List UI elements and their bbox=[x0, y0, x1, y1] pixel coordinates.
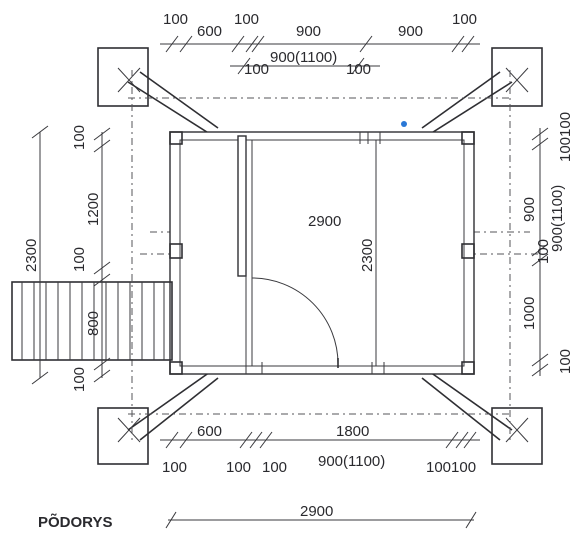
footing-top-right bbox=[491, 47, 543, 107]
top-dim-5: 900 bbox=[398, 23, 423, 40]
left-dim-outer: 2300 bbox=[23, 239, 40, 272]
right-dim-2: 900 bbox=[521, 197, 538, 222]
left-dim-5: 100 bbox=[71, 367, 88, 392]
bottom-dimension-lines bbox=[160, 431, 480, 449]
top-dim-6: 100 bbox=[452, 11, 477, 28]
stair-deck bbox=[11, 281, 173, 361]
corner-posts bbox=[169, 131, 475, 375]
bottom-dim-e: 100100 bbox=[426, 459, 476, 476]
right-dim-3: 100 bbox=[535, 239, 552, 264]
left-dimension-lines bbox=[31, 125, 111, 385]
left-dim-4: 800 bbox=[85, 311, 102, 336]
top-dim-3: 100 bbox=[234, 11, 259, 28]
overall-width-line bbox=[165, 511, 477, 529]
top-dim-2: 600 bbox=[197, 23, 222, 40]
bottom-dim-b: 100 bbox=[226, 459, 251, 476]
right-dim-6: 100 bbox=[557, 349, 574, 374]
right-dim-4: 900(1100) bbox=[549, 185, 566, 252]
diagonal-braces bbox=[127, 71, 513, 441]
inner-height-label: 2300 bbox=[359, 239, 376, 272]
top-dim-7: 100 bbox=[244, 61, 269, 78]
accent-dot bbox=[401, 121, 407, 127]
bottom-dim-1800: 1800 bbox=[336, 423, 369, 440]
bottom-dim-a: 100 bbox=[162, 459, 187, 476]
footing-bottom-left bbox=[97, 407, 149, 465]
left-dim-2: 1200 bbox=[85, 193, 102, 226]
top-dim-1: 100 bbox=[163, 11, 188, 28]
footing-top-left bbox=[97, 47, 149, 107]
plan-title: PÕDORYS bbox=[38, 513, 112, 531]
footing-bottom-right bbox=[491, 407, 543, 465]
bottom-dim-c: 100 bbox=[262, 459, 287, 476]
bottom-dim-600: 600 bbox=[197, 423, 222, 440]
top-dim-8: 900(1100) bbox=[270, 49, 337, 66]
top-dimension-lines bbox=[160, 35, 480, 75]
outer-wall bbox=[169, 131, 475, 375]
right-dim-5: 1000 bbox=[521, 297, 538, 330]
wall-openings bbox=[245, 132, 385, 374]
right-dim-1: 100100 bbox=[557, 112, 574, 162]
left-dim-1: 100 bbox=[71, 125, 88, 150]
door-swing bbox=[251, 277, 339, 365]
bottom-dim-d: 900(1100) bbox=[318, 453, 385, 470]
left-dim-3: 100 bbox=[71, 247, 88, 272]
partition-wall bbox=[237, 135, 247, 277]
right-dimension-lines bbox=[531, 127, 549, 377]
top-dim-4: 900 bbox=[296, 23, 321, 40]
top-dim-9: 100 bbox=[346, 61, 371, 78]
overall-width-label: 2900 bbox=[300, 503, 333, 520]
inner-width-label: 2900 bbox=[308, 213, 341, 230]
inner-wall-line bbox=[179, 139, 465, 367]
